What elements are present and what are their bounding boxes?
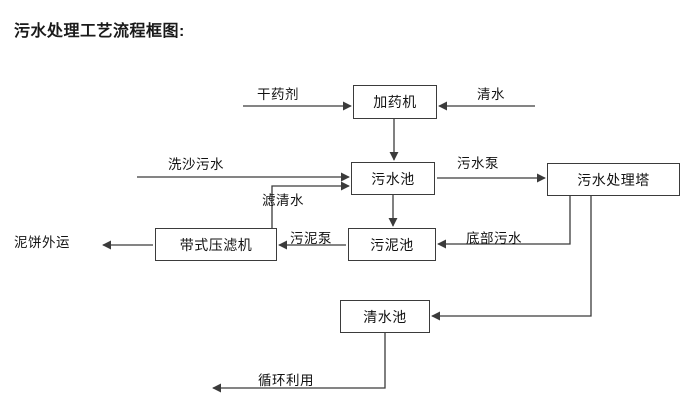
edge-label-recycle-reuse: 循环利用 [258, 373, 314, 388]
node-label: 污泥池 [370, 236, 414, 253]
node-dosing-machine[interactable]: 加药机 [353, 85, 437, 119]
node-label: 污水池 [371, 170, 415, 187]
edge-recycle-reuse [212, 333, 386, 393]
node-treatment-tower[interactable]: 污水处理塔 [547, 163, 680, 196]
edge-label-clean-water: 清水 [477, 87, 505, 102]
edge-label-sand-wash-sewage: 洗沙污水 [168, 157, 224, 172]
node-sludge-pool[interactable]: 污泥池 [348, 228, 436, 261]
edge-label-sewage-pump: 污水泵 [457, 156, 499, 171]
edge-tower-to-clear-water [431, 196, 592, 321]
node-label: 污水处理塔 [577, 171, 650, 188]
edge-label-sludge-pump: 污泥泵 [290, 231, 332, 246]
node-label: 带式压滤机 [179, 236, 253, 253]
node-label: 清水池 [363, 308, 407, 325]
terminal-mud-cake-transport: 泥饼外运 [14, 235, 70, 250]
edge-label-bottom-sewage: 底部污水 [466, 231, 522, 246]
node-wastewater-pool[interactable]: 污水池 [351, 162, 435, 195]
edge-label-filtrate-water: 滤清水 [262, 193, 304, 208]
edge-bottom-sewage [437, 196, 571, 249]
node-belt-filter-press[interactable]: 带式压滤机 [155, 228, 277, 261]
edge-filtrate-water [271, 181, 350, 228]
page-title: 污水处理工艺流程框图: [14, 23, 185, 40]
edge-label-dry-reagent: 干药剂 [257, 87, 299, 102]
node-label: 加药机 [373, 94, 417, 110]
node-clear-water-pool[interactable]: 清水池 [340, 300, 430, 333]
